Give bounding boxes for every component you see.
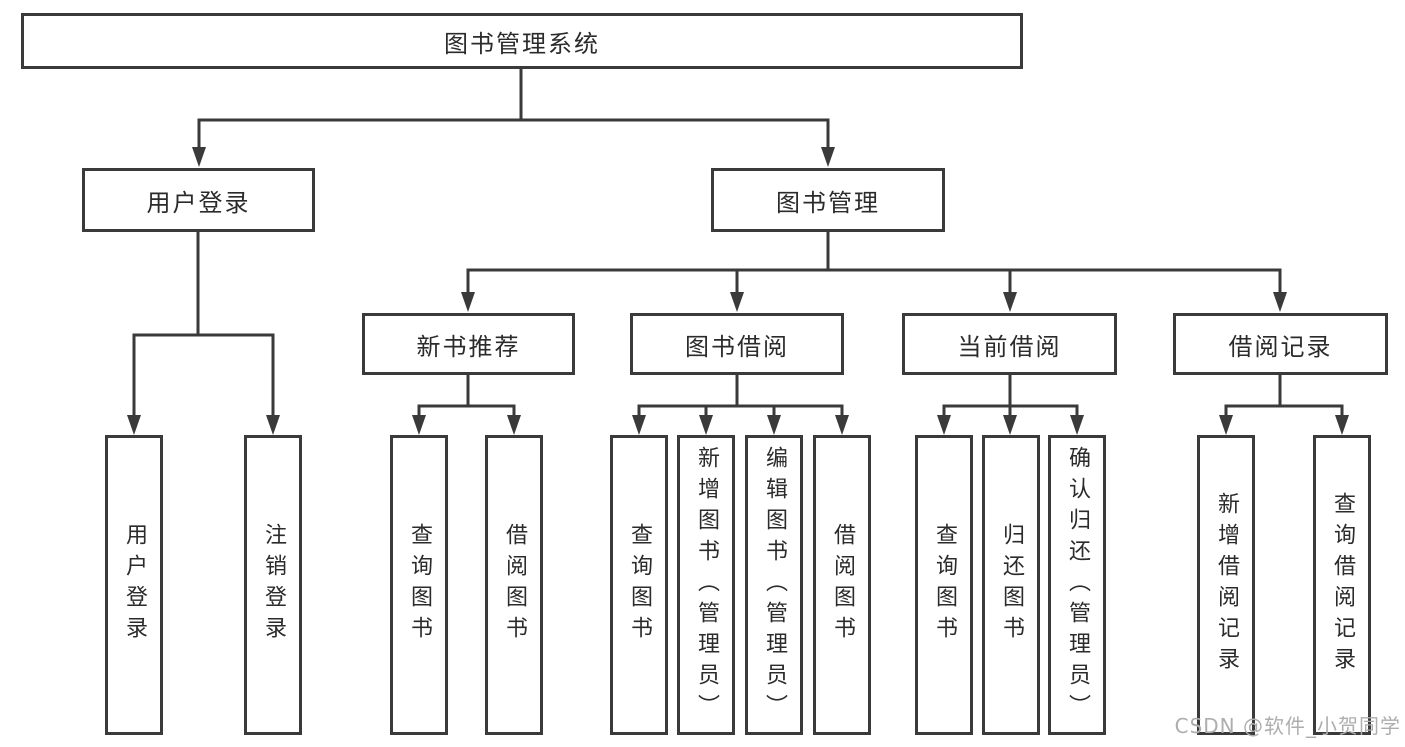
- leaf-node-return-books: 归还图书: [982, 435, 1040, 735]
- branch-node-new-book-recommend: 新书推荐: [362, 313, 575, 375]
- arrowheads: [127, 147, 1349, 435]
- leaf-node-add-borrow-record: 新增借阅记录: [1197, 435, 1255, 735]
- csdn-watermark: CSDN @软件_小贺同学: [1174, 714, 1401, 738]
- leaf-node-add-books-admin: 新增图书（管理员）: [677, 435, 735, 735]
- branch-node-current-borrow: 当前借阅: [902, 313, 1117, 375]
- leaf-node-borrow-books: 借阅图书: [813, 435, 871, 735]
- leaf-node-edit-books-admin: 编辑图书（管理员）: [745, 435, 803, 735]
- leaf-node-borrow-books-recommend: 借阅图书: [485, 435, 543, 735]
- leaf-node-query-books-current: 查询图书: [915, 435, 973, 735]
- branch-node-user-login: 用户登录: [82, 168, 315, 232]
- branch-node-book-management: 图书管理: [711, 168, 945, 232]
- leaf-node-confirm-return-admin: 确认归还（管理员）: [1048, 435, 1106, 735]
- leaf-node-logout: 注销登录: [244, 435, 302, 735]
- leaf-node-query-books-recommend: 查询图书: [390, 435, 448, 735]
- root-node-library-system: 图书管理系统: [21, 13, 1023, 69]
- leaf-node-query-borrow-record: 查询借阅记录: [1313, 435, 1371, 735]
- leaf-node-query-books-borrow: 查询图书: [610, 435, 668, 735]
- leaf-node-user-login: 用户登录: [105, 435, 163, 735]
- branch-node-book-borrow: 图书借阅: [630, 313, 844, 375]
- branch-node-borrow-records: 借阅记录: [1173, 313, 1388, 375]
